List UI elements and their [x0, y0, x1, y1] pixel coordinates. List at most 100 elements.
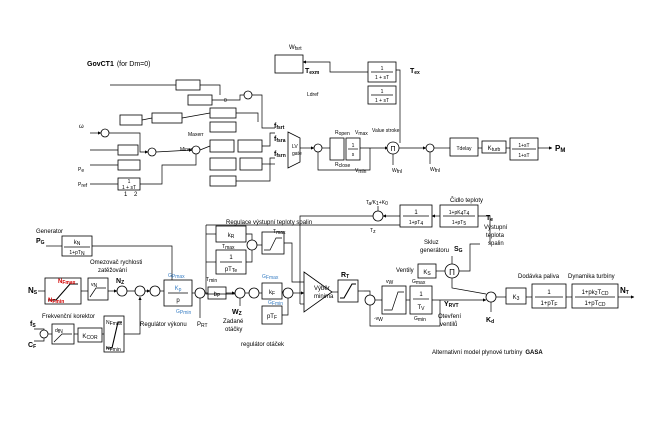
svg-text:spalin: spalin: [488, 241, 504, 247]
svg-text:1 + sT: 1 + sT: [375, 98, 389, 104]
svg-text:Π: Π: [449, 268, 455, 277]
svg-text:1: 1: [414, 210, 418, 216]
sum-fuel: [485, 291, 497, 303]
svg-text:Maxerr: Maxerr: [188, 132, 204, 138]
svg-text:ffsrn: ffsrn: [274, 151, 286, 159]
svg-text:Π: Π: [390, 146, 395, 153]
ns-input: NS: [28, 286, 38, 296]
sum-power: [149, 285, 161, 297]
svg-text:1+pTCD: 1+pTCD: [584, 301, 605, 308]
svg-text:1: 1: [381, 66, 384, 72]
svg-text:Gmax: Gmax: [412, 279, 426, 286]
govct1-title: GovCT1(for Dm=0): [87, 61, 151, 68]
svg-text:Frekvenční korektor: Frekvenční korektor: [42, 314, 95, 320]
svg-text:Kd: Kd: [486, 317, 494, 325]
svg-text:GPmin: GPmin: [176, 309, 192, 316]
svg-text:2: 2: [134, 192, 138, 198]
svg-text:Tdelay: Tdelay: [456, 146, 472, 152]
svg-text:KCOR: KCOR: [82, 334, 98, 341]
svg-text:Tmax: Tmax: [273, 229, 286, 236]
top-block-7: [117, 144, 139, 156]
generator-label: Generator: [36, 229, 63, 235]
svg-text:Vmax: Vmax: [355, 130, 368, 137]
svg-text:1+pTN: 1+pTN: [69, 250, 85, 257]
svg-text:generátoru: generátoru: [420, 248, 449, 254]
kturb-block: [481, 140, 507, 154]
svg-text:fS: fS: [30, 321, 36, 329]
svg-text:Value stroke: Value stroke: [372, 128, 400, 134]
sum-wz: [234, 287, 246, 299]
svg-text:Skluz: Skluz: [424, 240, 439, 246]
top-block-3: [209, 107, 237, 119]
kigov-block: [209, 139, 235, 153]
svg-text:dfN: dfN: [55, 328, 63, 335]
pref-label: Pref: [78, 182, 88, 189]
svg-text:vN: vN: [91, 282, 98, 289]
top-sum-5: [313, 143, 323, 153]
svg-text:Wfsrt: Wfsrt: [289, 45, 302, 52]
svg-text:1+pT5: 1+pT5: [452, 220, 467, 227]
svg-text:Čidlo teploty: Čidlo teploty: [450, 197, 483, 204]
svg-text:Otevření: Otevření: [438, 314, 461, 320]
top-block-11: [209, 175, 237, 187]
tdelay-block: [449, 137, 479, 157]
svg-text:s: s: [352, 152, 355, 158]
sum-speed-out: [282, 287, 294, 299]
top-block-2: [187, 94, 213, 106]
sum-speed-ref: [134, 285, 146, 297]
svg-text:1: 1: [419, 292, 423, 298]
svg-text:Tmax: Tmax: [222, 244, 235, 251]
min-selector: [303, 271, 333, 313]
sum-freq: [39, 329, 49, 339]
top-block-5: [175, 79, 201, 91]
svg-text:teplota: teplota: [486, 233, 505, 239]
svg-text:1+sT: 1+sT: [518, 153, 529, 159]
svg-text:1 + sT: 1 + sT: [375, 75, 389, 81]
svg-text:NFmin: NFmin: [106, 346, 121, 353]
svg-text:CF: CF: [28, 342, 36, 350]
vn-rate-block: [87, 277, 109, 301]
svg-text:1+sT: 1+sT: [518, 143, 529, 149]
svg-text:ventilů: ventilů: [440, 321, 457, 328]
svg-text:1: 1: [547, 290, 551, 296]
svg-text:GFmin: GFmin: [268, 300, 283, 307]
svg-text:Zadané: Zadané: [223, 319, 244, 325]
svg-text:Rclose: Rclose: [335, 162, 351, 169]
svg-text:bP: bP: [214, 292, 221, 299]
svg-text:1+pk2TCD: 1+pk2TCD: [582, 290, 609, 297]
svg-text:1: 1: [381, 89, 384, 95]
fuel-block: [531, 283, 567, 309]
rate-limit-block: [329, 137, 345, 161]
sum-valve: [364, 294, 376, 306]
turbine-block: [571, 283, 619, 309]
svg-text:Ldref: Ldref: [307, 92, 319, 98]
svg-text:1+pK4T4: 1+pK4T4: [449, 210, 470, 217]
svg-text:1: 1: [128, 179, 131, 185]
sum-temp: [246, 239, 258, 251]
nt-output: NT: [620, 286, 629, 296]
top-sum-4: [243, 90, 253, 100]
svg-text:1: 1: [229, 255, 233, 261]
svg-text:Ta/K1+K0: Ta/K1+K0: [366, 200, 388, 207]
svg-text:Vmin: Vmin: [355, 168, 367, 175]
svg-text:1+pTF: 1+pTF: [541, 301, 558, 308]
svg-text:regulátor otáček: regulátor otáček: [241, 342, 285, 348]
svg-text:GFmax: GFmax: [262, 274, 279, 281]
svg-text:Gmin: Gmin: [414, 316, 426, 323]
svg-text:1 + sT: 1 + sT: [122, 185, 136, 191]
svg-text:p: p: [176, 298, 180, 304]
svg-text:-vW: -vW: [374, 316, 383, 323]
svg-text:1: 1: [352, 143, 355, 149]
svg-text:Kturb: Kturb: [488, 146, 501, 153]
sum-nz: [116, 285, 128, 297]
svg-text:TV: TV: [417, 305, 425, 312]
svg-text:kN: kN: [74, 240, 81, 247]
svg-text:pTTe: pTTe: [225, 267, 238, 274]
speed-label: ω: [79, 124, 84, 130]
svg-text:LV: LV: [292, 144, 298, 150]
svg-text:Wfnl: Wfnl: [392, 168, 402, 175]
pe-label: Pe: [78, 167, 84, 174]
svg-text:vW: vW: [386, 279, 394, 286]
svg-text:gate: gate: [292, 151, 302, 157]
